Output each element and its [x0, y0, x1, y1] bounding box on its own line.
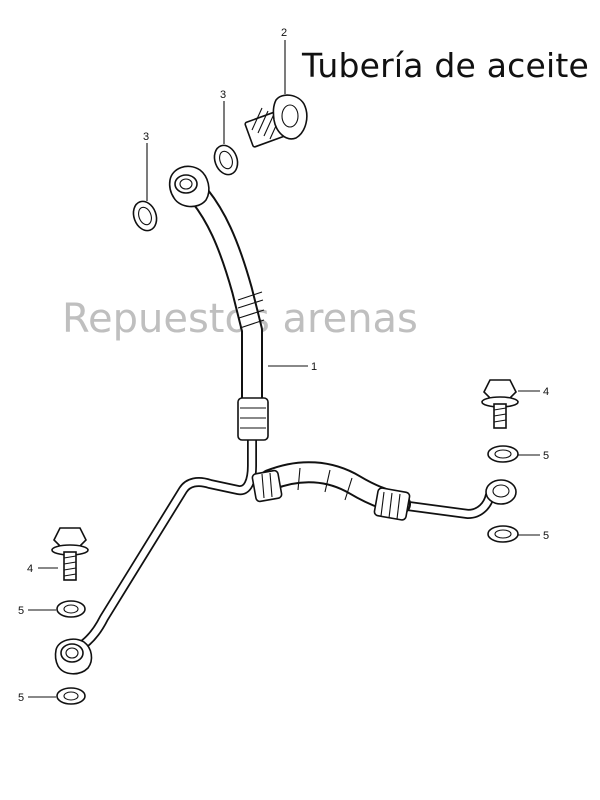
callout-label-1: 1	[311, 361, 317, 373]
left-banjo-eye	[54, 638, 93, 675]
leader-lines	[28, 40, 540, 698]
callout-label-5-right-upper: 5	[543, 450, 549, 462]
callout-label-2: 2	[281, 27, 287, 39]
washer-left-lower	[56, 687, 86, 705]
callout-label-4-right: 4	[543, 386, 549, 398]
union-bolt	[244, 94, 308, 148]
washer-right-upper	[487, 445, 519, 463]
top-banjo-eye	[168, 165, 210, 208]
callout-label-5-left-upper: 5	[18, 605, 24, 617]
upper-hose-ribs	[237, 291, 265, 329]
right-banjo-eye	[485, 479, 517, 505]
washer-right-lower	[487, 525, 519, 543]
callout-label-5-right-lower: 5	[543, 530, 549, 542]
lower-hose-ribs	[297, 467, 353, 501]
washer-left-upper	[56, 600, 86, 618]
flange-bolt-right	[481, 379, 519, 429]
diagram-title: Tubería de aceite	[302, 46, 589, 85]
flange-bolt-left	[51, 527, 89, 581]
gasket-washer-upper	[213, 144, 239, 176]
callout-label-5-left-lower: 5	[18, 692, 24, 704]
callout-label-3-upper: 3	[220, 89, 226, 101]
vertical-ferrule	[237, 397, 269, 441]
lower-left-ferrule	[251, 469, 283, 503]
callout-label-4-left: 4	[27, 563, 33, 575]
lower-right-ferrule	[373, 487, 411, 521]
callout-labels: 2 3 3 1 4 5 5 4 5 5	[18, 27, 549, 704]
callout-label-3-lower: 3	[143, 131, 149, 143]
gasket-washer-lower	[132, 200, 158, 232]
oil-pipe-assembly	[54, 165, 517, 675]
